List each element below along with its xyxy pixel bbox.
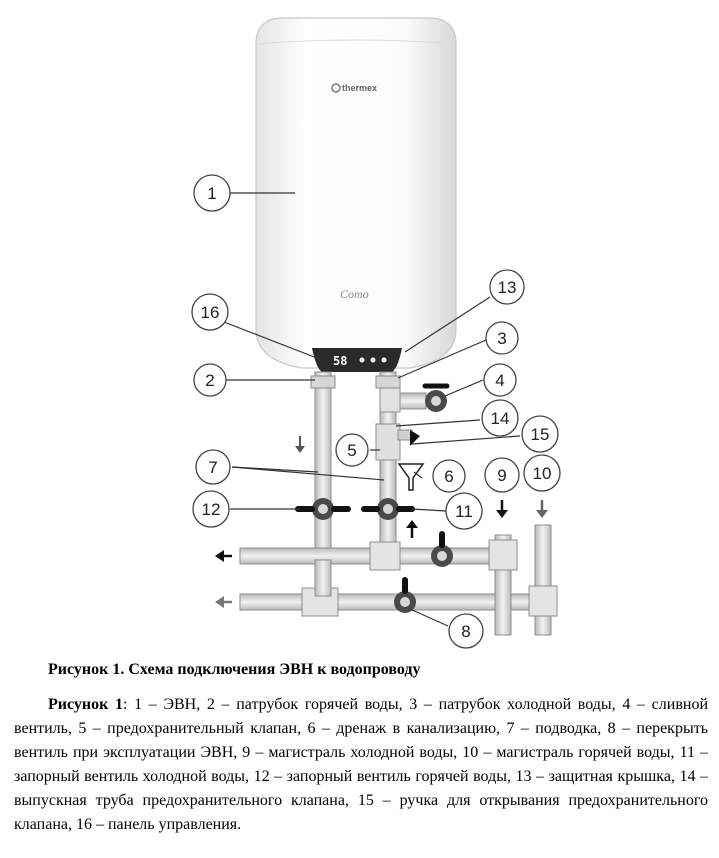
brand-name: thermex	[342, 83, 377, 93]
hot-shutoff-valve[interactable]	[295, 498, 351, 520]
callout-15: 15	[521, 415, 559, 453]
safety-valve-handle[interactable]	[410, 430, 420, 446]
svg-text:4: 4	[495, 371, 504, 390]
callout-5: 5	[335, 433, 369, 467]
svg-text:10: 10	[533, 464, 552, 483]
callout-6: 6	[432, 459, 466, 493]
flow-arrows	[215, 436, 548, 608]
callout-8: 8	[448, 613, 484, 649]
svg-text:5: 5	[347, 441, 356, 460]
figure-legend-text: : 1 – ЭВН, 2 – патрубок горячей воды, 3 …	[14, 696, 709, 833]
svg-text:16: 16	[201, 303, 220, 322]
svg-text:12: 12	[202, 500, 221, 519]
figure-title: Рисунок 1. Схема подключения ЭВН к водоп…	[48, 661, 421, 678]
svg-text:13: 13	[498, 278, 517, 297]
callout-1: 1	[193, 174, 231, 212]
callout-2: 2	[193, 363, 227, 397]
temperature-display: 58	[333, 354, 347, 368]
callout-9: 9	[484, 457, 520, 493]
figure-legend: Рисунок 1: 1 – ЭВН, 2 – патрубок горячей…	[14, 693, 708, 837]
callout-3: 3	[485, 321, 519, 355]
callout-13: 13	[489, 269, 525, 305]
drain-valve[interactable]	[422, 383, 450, 412]
leader-lines	[223, 192, 521, 627]
svg-text:1: 1	[207, 184, 216, 203]
callout-12: 12	[192, 490, 230, 528]
water-heater-connection-diagram: thermex Como 58	[191, 17, 561, 649]
svg-text:9: 9	[497, 466, 506, 485]
callout-10: 10	[523, 454, 561, 492]
svg-text:6: 6	[444, 467, 453, 486]
svg-text:7: 7	[208, 458, 217, 477]
cold-shutoff-valve[interactable]	[361, 498, 415, 520]
callout-16: 16	[191, 293, 229, 331]
cold-main-valve[interactable]	[431, 531, 453, 567]
figure-legend-lead: Рисунок 1	[48, 696, 123, 713]
drain-funnel	[397, 463, 425, 491]
callout-4: 4	[483, 363, 517, 397]
bypass-valve[interactable]	[394, 577, 416, 613]
svg-text:2: 2	[205, 371, 214, 390]
callout-14: 14	[481, 399, 519, 437]
svg-text:15: 15	[531, 425, 550, 444]
svg-text:8: 8	[461, 622, 470, 641]
svg-text:14: 14	[491, 409, 510, 428]
svg-text:3: 3	[497, 329, 506, 348]
svg-text:11: 11	[455, 502, 473, 521]
callout-11: 11	[445, 492, 483, 530]
model-name: Como	[340, 287, 369, 301]
control-panel: 58	[312, 348, 402, 372]
water-heater-tank	[255, 17, 457, 369]
callout-7: 7	[195, 449, 231, 485]
brand-logo: thermex	[331, 83, 377, 93]
